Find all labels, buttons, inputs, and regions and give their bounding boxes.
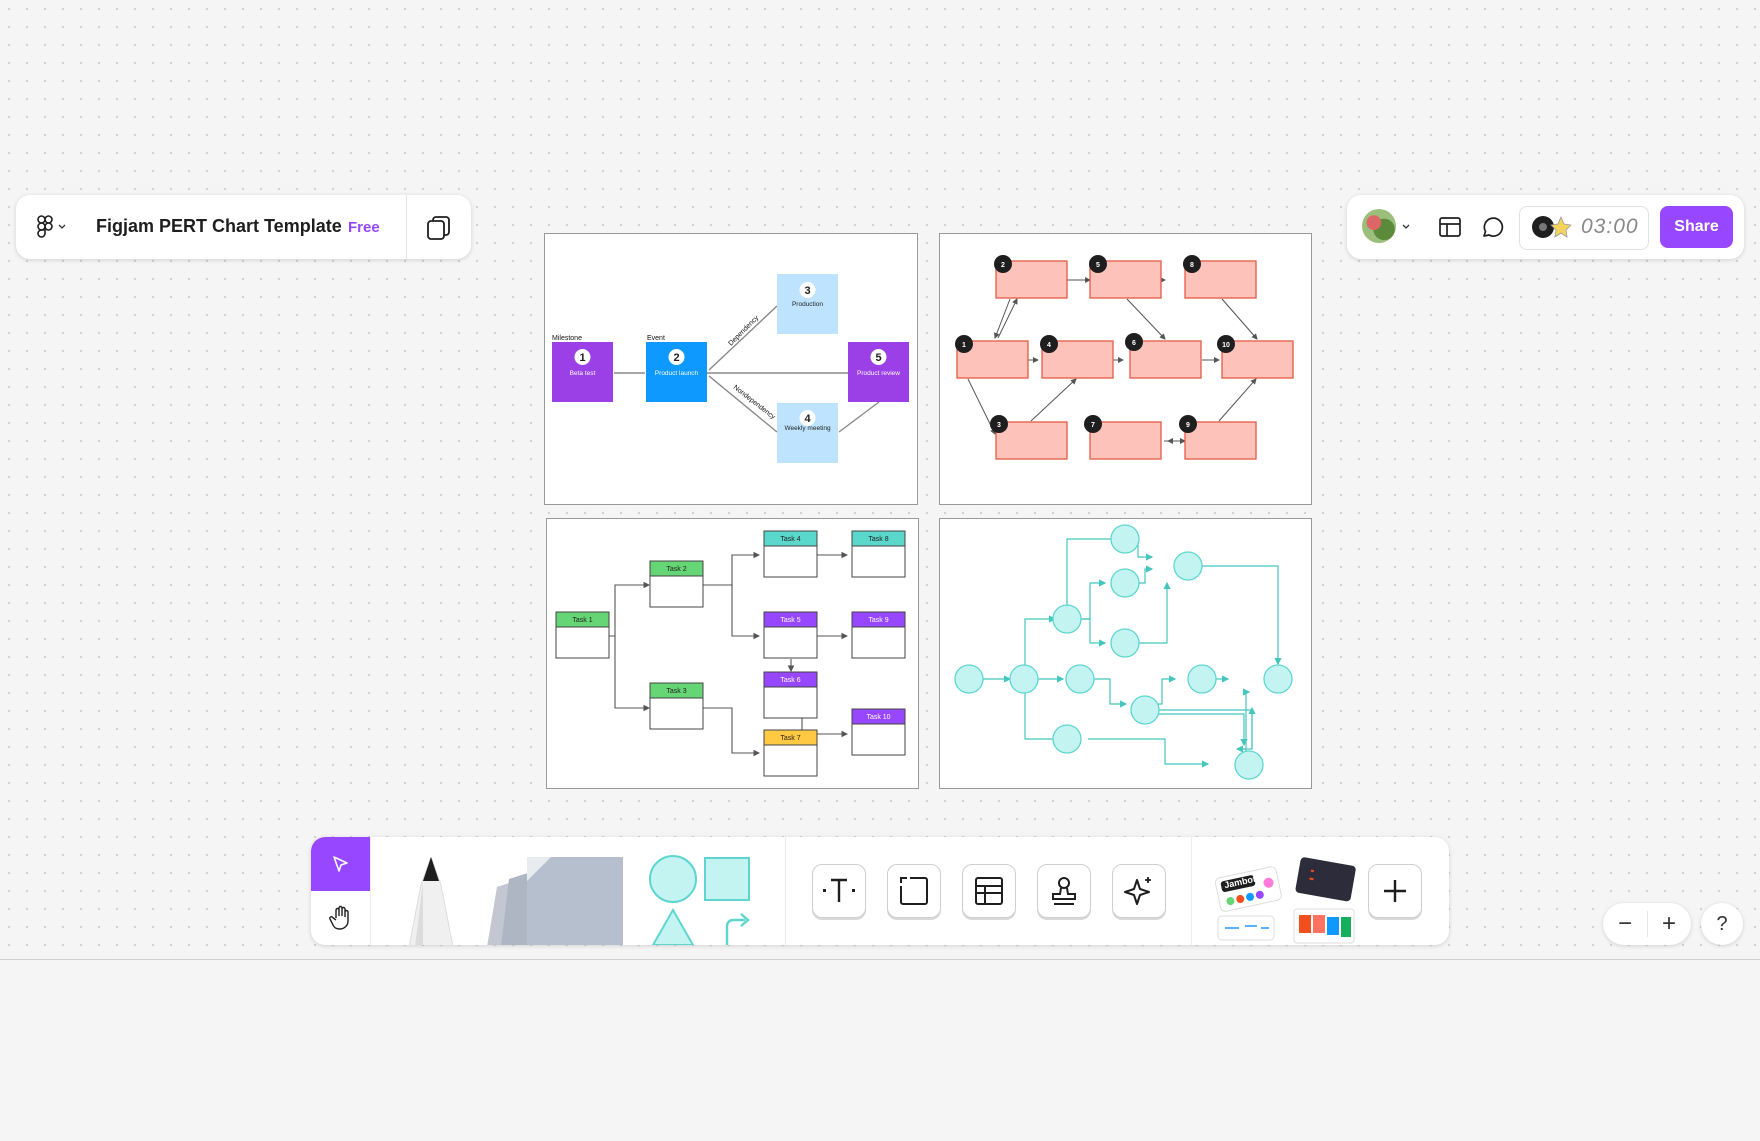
cursor-icon xyxy=(333,856,348,872)
select-tool[interactable] xyxy=(311,837,370,891)
hand-icon xyxy=(329,905,349,930)
collaboration-bar: 03:00 Share xyxy=(1347,195,1744,259)
svg-text:Task 8: Task 8 xyxy=(868,536,888,543)
pert-chart-2: 1 2 3 4 5 6 7 8 9 10 xyxy=(955,255,1294,460)
pert-frame-2[interactable]: 1 2 3 4 5 6 7 8 9 10 xyxy=(939,233,1312,505)
section-tool[interactable] xyxy=(887,864,941,918)
svg-text:9: 9 xyxy=(1186,422,1190,429)
svg-text:5: 5 xyxy=(1096,262,1100,269)
table-icon xyxy=(975,877,1003,905)
shapes-tool-icon[interactable] xyxy=(647,854,757,945)
templates-widget-icon[interactable] xyxy=(1290,857,1360,945)
avatar[interactable] xyxy=(1362,209,1396,243)
pert-node-7[interactable] xyxy=(1089,421,1162,460)
svg-text:Weekly meeting: Weekly meeting xyxy=(784,425,831,432)
pert-node-3[interactable] xyxy=(995,421,1068,460)
svg-text:3: 3 xyxy=(804,285,810,297)
table-tool[interactable] xyxy=(962,864,1016,918)
svg-text:7: 7 xyxy=(1091,422,1095,429)
stamp-tool[interactable] xyxy=(1037,864,1091,918)
svg-text:Product launch: Product launch xyxy=(655,370,699,377)
timer-text: 03:00 xyxy=(1581,215,1639,238)
svg-text:Task 6: Task 6 xyxy=(780,677,800,684)
file-title[interactable]: Figjam PERT Chart Template xyxy=(96,216,342,236)
pert-chart-3: Task 1 Task 2 Task 3 Task 4 Task 5 Task … xyxy=(555,530,906,777)
creation-toolbar: Jambot xyxy=(311,837,1449,945)
nondependency-label: Nondependency xyxy=(732,384,777,421)
svg-text:Product review: Product review xyxy=(857,370,900,377)
svg-text:2: 2 xyxy=(673,352,679,364)
divider xyxy=(1191,837,1192,945)
jambot-widget-icon xyxy=(1214,866,1282,941)
hand-tool[interactable] xyxy=(311,891,370,945)
marker-pen-tool-icon[interactable] xyxy=(403,857,459,945)
divider xyxy=(1647,911,1648,937)
svg-text:8: 8 xyxy=(1190,262,1194,269)
svg-text:4: 4 xyxy=(804,413,811,425)
section-icon xyxy=(900,877,928,905)
layout-icon[interactable] xyxy=(1438,215,1462,239)
svg-text:6: 6 xyxy=(1132,340,1136,347)
ai-tool[interactable] xyxy=(1112,864,1166,918)
help-button[interactable]: ? xyxy=(1701,903,1743,945)
svg-text:Task 9: Task 9 xyxy=(868,617,888,624)
pert-chart-4 xyxy=(954,524,1293,780)
milestone-label: Milestone xyxy=(552,335,582,342)
svg-text:2: 2 xyxy=(1001,262,1005,269)
dependency-label: Dependency xyxy=(727,314,760,347)
timer-widget[interactable] xyxy=(1519,206,1649,250)
jambot-widget[interactable]: Jambot xyxy=(1214,862,1283,942)
pert-frame-3[interactable]: Task 1 Task 2 Task 3 Task 4 Task 5 Task … xyxy=(546,518,919,789)
svg-text:5: 5 xyxy=(875,352,881,364)
plus-icon xyxy=(1384,880,1406,902)
pages-icon[interactable] xyxy=(426,215,452,241)
pert-frame-1[interactable]: Milestone Event Dependency Nondependency… xyxy=(544,233,918,505)
pert-node-9[interactable] xyxy=(1184,421,1257,460)
divider xyxy=(785,837,786,945)
pert-node-6[interactable] xyxy=(1129,340,1202,379)
pert-chart-1: Milestone Event Dependency Nondependency… xyxy=(552,274,909,463)
text-tool[interactable] xyxy=(812,864,866,918)
zoom-out-button[interactable]: − xyxy=(1617,910,1632,937)
text-icon xyxy=(823,878,855,902)
zoom-controls: − + xyxy=(1603,903,1691,945)
svg-text:Task 2: Task 2 xyxy=(666,566,686,573)
figma-logo-icon xyxy=(37,215,53,238)
chevron-down-icon xyxy=(58,224,66,229)
stamp-icon xyxy=(1052,877,1076,905)
file-menu-bar: Figjam PERT Chart Template Free xyxy=(16,195,471,259)
svg-text:Task 4: Task 4 xyxy=(780,536,800,543)
svg-text:Task 3: Task 3 xyxy=(666,688,686,695)
svg-text:Task 1: Task 1 xyxy=(572,617,592,624)
music-timer-icon xyxy=(1532,215,1572,238)
pert-frame-4[interactable] xyxy=(939,518,1312,789)
divider xyxy=(370,837,371,945)
svg-text:Task 7: Task 7 xyxy=(780,735,800,742)
canvas-footer-area xyxy=(0,959,1760,1141)
svg-text:4: 4 xyxy=(1047,342,1051,349)
svg-text:Task 5: Task 5 xyxy=(780,617,800,624)
svg-text:1: 1 xyxy=(579,352,585,364)
svg-text:1: 1 xyxy=(962,342,966,349)
main-menu-button[interactable] xyxy=(36,213,78,241)
sticky-note-tool-icon[interactable] xyxy=(487,857,627,945)
event-label: Event xyxy=(647,335,665,342)
share-button[interactable]: Share xyxy=(1660,206,1733,248)
sparkle-icon xyxy=(1124,877,1151,905)
comment-icon[interactable] xyxy=(1481,215,1505,239)
svg-text:3: 3 xyxy=(997,422,1001,429)
more-tools-button[interactable] xyxy=(1368,864,1422,918)
svg-text:Task 10: Task 10 xyxy=(866,714,890,721)
svg-text:Beta test: Beta test xyxy=(570,370,596,377)
chevron-down-icon[interactable] xyxy=(1402,224,1410,230)
plan-badge[interactable]: Free xyxy=(348,219,380,236)
svg-text:10: 10 xyxy=(1222,342,1230,349)
divider xyxy=(406,195,407,259)
svg-text:Production: Production xyxy=(792,301,823,308)
zoom-in-button[interactable]: + xyxy=(1661,910,1676,937)
